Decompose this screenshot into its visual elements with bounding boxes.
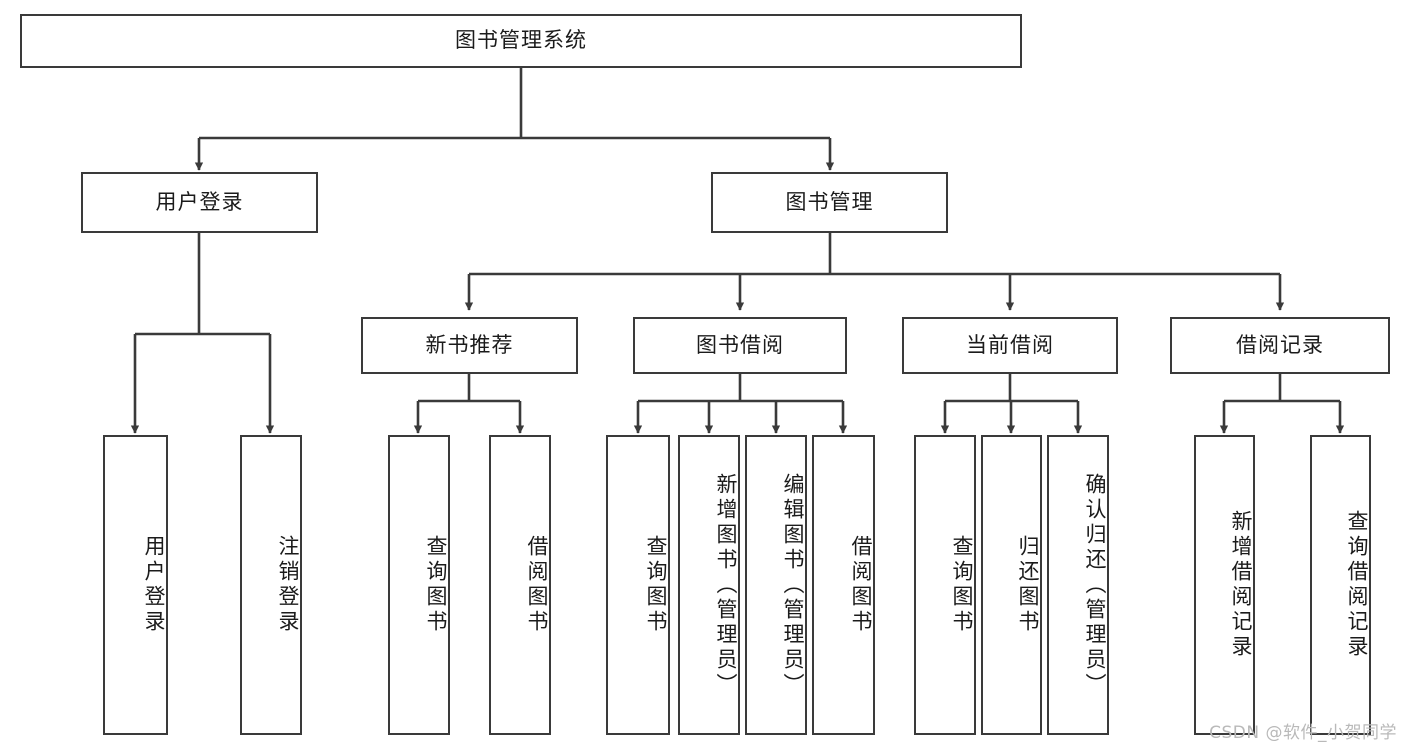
- node-label: 图书管理系统: [455, 28, 587, 53]
- node-leaf-confirm-return-admin[interactable]: 确认归还（管理员）: [1047, 435, 1109, 735]
- node-label: 图书管理: [785, 189, 874, 214]
- node-leaf-query-book-recommend[interactable]: 查询图书: [388, 435, 450, 735]
- node-label: 用户登录: [155, 189, 244, 214]
- node-leaf-borrow-book-recommend[interactable]: 借阅图书: [489, 435, 551, 735]
- node-label: 用户登录: [142, 535, 166, 635]
- node-label: 注销登录: [276, 535, 300, 635]
- node-borrow-record[interactable]: 借阅记录: [1170, 317, 1390, 374]
- node-leaf-query-book-borrow[interactable]: 查询图书: [606, 435, 670, 735]
- node-leaf-query-book-current[interactable]: 查询图书: [914, 435, 976, 735]
- node-label: 查询图书: [424, 535, 448, 635]
- node-label: 借阅记录: [1236, 332, 1324, 357]
- node-label: 归还图书: [1016, 535, 1040, 635]
- node-label: 查询借阅记录: [1345, 510, 1369, 660]
- node-new-book-recommend[interactable]: 新书推荐: [361, 317, 578, 374]
- node-leaf-edit-book-admin[interactable]: 编辑图书（管理员）: [745, 435, 807, 735]
- node-label: 新书推荐: [425, 332, 514, 357]
- node-label: 图书借阅: [696, 332, 784, 357]
- node-leaf-logout[interactable]: 注销登录: [240, 435, 302, 735]
- node-label: 确认归还（管理员）: [1083, 472, 1107, 698]
- node-leaf-return-book[interactable]: 归还图书: [981, 435, 1042, 735]
- node-root-book-management-system[interactable]: 图书管理系统: [20, 14, 1022, 68]
- node-leaf-add-book-admin[interactable]: 新增图书（管理员）: [678, 435, 740, 735]
- node-label: 新增借阅记录: [1229, 510, 1253, 660]
- node-label: 查询图书: [950, 535, 974, 635]
- node-label: 编辑图书（管理员）: [781, 472, 805, 698]
- node-label: 新增图书（管理员）: [714, 472, 738, 698]
- node-current-borrow[interactable]: 当前借阅: [902, 317, 1118, 374]
- node-label: 查询图书: [644, 535, 668, 635]
- node-leaf-add-borrow-record[interactable]: 新增借阅记录: [1194, 435, 1255, 735]
- node-user-login[interactable]: 用户登录: [81, 172, 318, 233]
- node-leaf-user-login[interactable]: 用户登录: [103, 435, 168, 735]
- node-label: 当前借阅: [966, 332, 1054, 357]
- watermark-text: CSDN @软件_小贺同学: [1209, 723, 1397, 743]
- node-leaf-query-borrow-record[interactable]: 查询借阅记录: [1310, 435, 1371, 735]
- node-label: 借阅图书: [849, 535, 873, 635]
- node-leaf-borrow-book[interactable]: 借阅图书: [812, 435, 875, 735]
- node-book-management[interactable]: 图书管理: [711, 172, 948, 233]
- node-book-borrow[interactable]: 图书借阅: [633, 317, 847, 374]
- node-label: 借阅图书: [525, 535, 549, 635]
